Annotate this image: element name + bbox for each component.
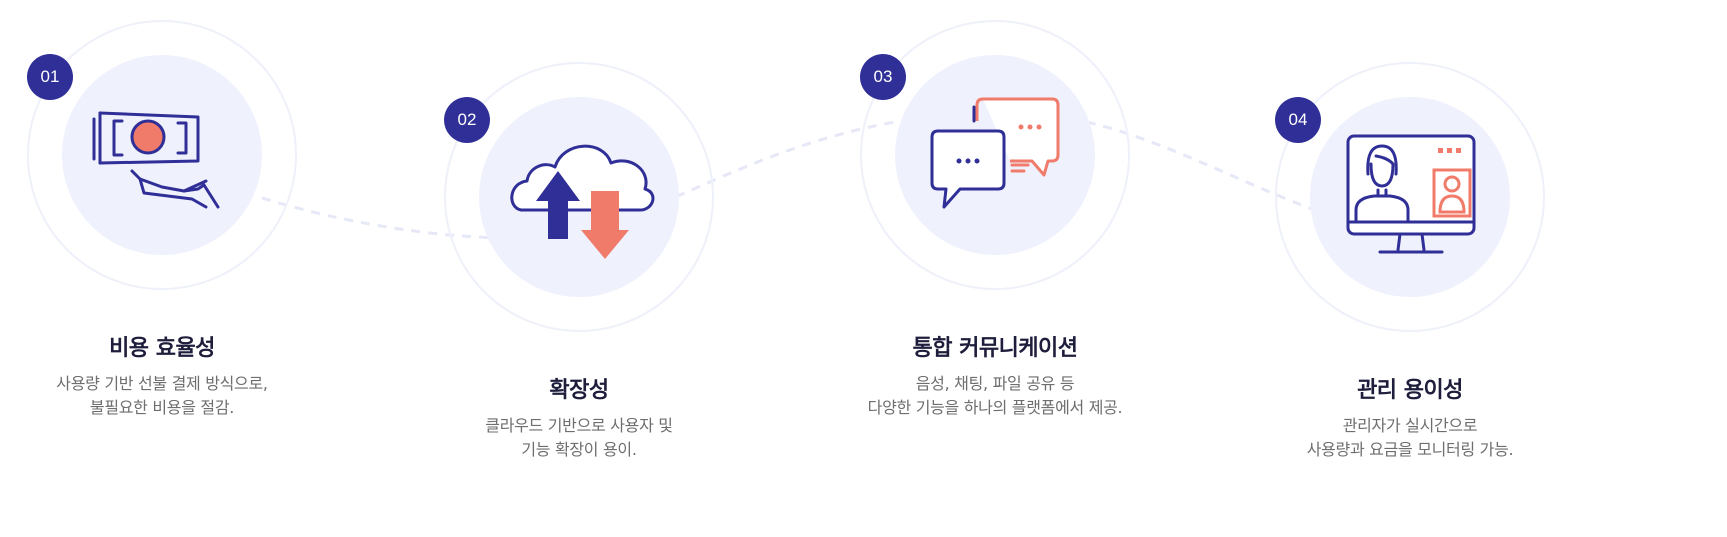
description-line: 기능 확장이 용이. xyxy=(521,440,637,459)
step-badge: 01 xyxy=(27,54,73,100)
step-badge: 02 xyxy=(444,97,490,143)
description-line: 다양한 기능을 하나의 플랫폼에서 제공. xyxy=(867,398,1123,417)
description-line: 관리자가 실시간으로 xyxy=(1342,416,1478,435)
description-line: 사용량과 요금을 모니터링 가능. xyxy=(1306,440,1514,459)
feature-description: 사용량 기반 선불 결제 방식으로, 불필요한 비용을 절감. xyxy=(0,372,362,420)
description-line: 음성, 채팅, 파일 공유 등 xyxy=(915,374,1075,393)
outer-ring xyxy=(27,20,297,290)
feature-title: 비용 효율성 xyxy=(109,336,215,361)
description-line: 클라우드 기반으로 사용자 및 xyxy=(485,416,673,435)
outer-ring xyxy=(444,62,714,332)
cloud-upload-download-icon xyxy=(510,144,655,259)
money-hand-icon xyxy=(92,111,220,209)
feature-title: 통합 커뮤니케이션 xyxy=(912,336,1078,361)
step-badge: 04 xyxy=(1275,97,1321,143)
outer-ring xyxy=(1275,62,1545,332)
description-line: 사용량 기반 선불 결제 방식으로, xyxy=(56,374,268,393)
description-line: 불필요한 비용을 절감. xyxy=(89,398,235,417)
chat-bubbles-icon xyxy=(930,97,1060,209)
step-badge: 03 xyxy=(860,54,906,100)
feature-description: 클라우드 기반으로 사용자 및 기능 확장이 용이. xyxy=(379,414,779,462)
feature-description: 음성, 채팅, 파일 공유 등 다양한 기능을 하나의 플랫폼에서 제공. xyxy=(795,372,1195,420)
outer-ring xyxy=(860,20,1130,290)
feature-description: 관리자가 실시간으로 사용량과 요금을 모니터링 가능. xyxy=(1210,414,1610,462)
feature-title: 확장성 xyxy=(549,378,609,403)
feature-title: 관리 용이성 xyxy=(1357,378,1463,403)
video-call-monitor-icon xyxy=(1346,134,1476,254)
